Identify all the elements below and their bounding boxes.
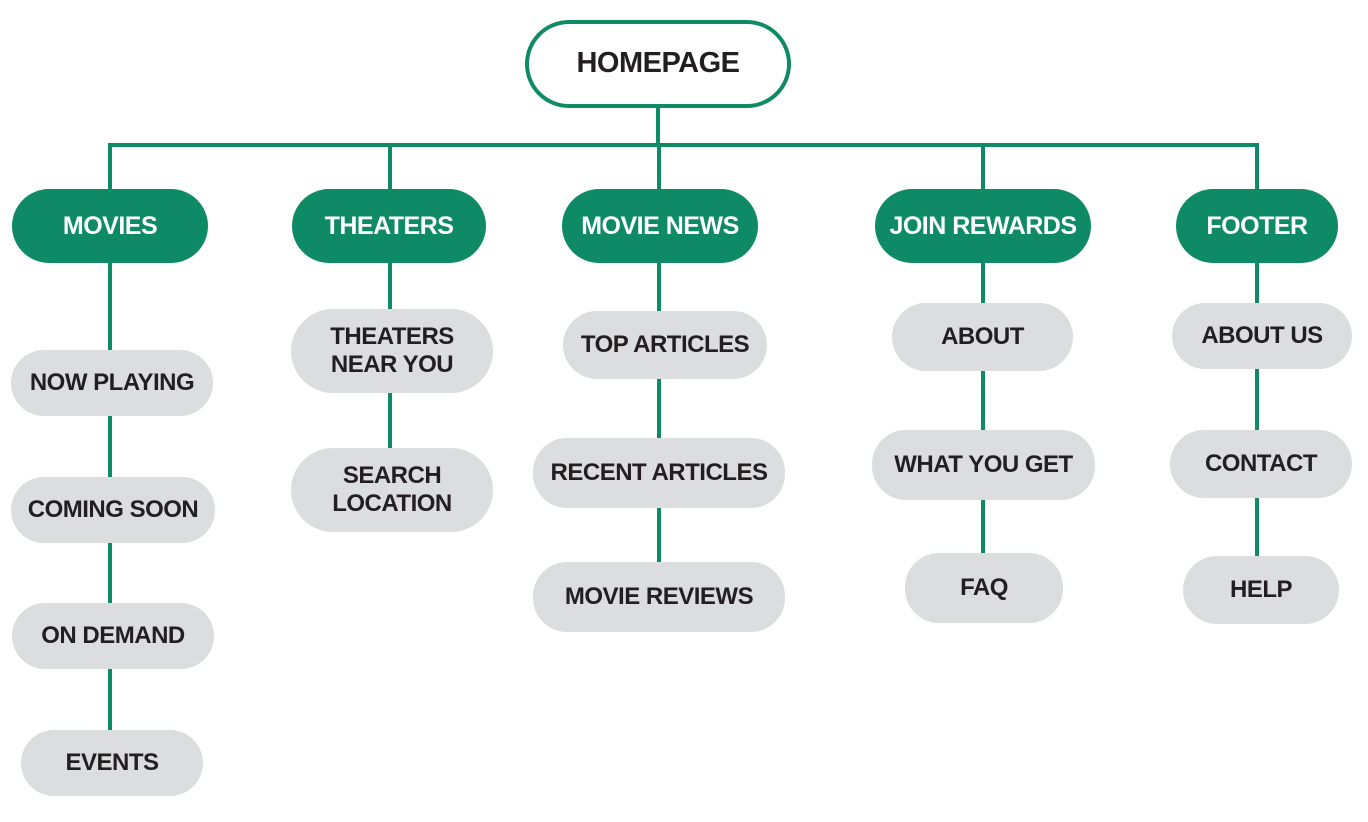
node-now-playing: NOW PLAYING	[11, 350, 213, 416]
node-search-location: SEARCH LOCATION	[291, 448, 493, 532]
node-contact: CONTACT	[1170, 430, 1352, 498]
node-label: COMING SOON	[27, 496, 199, 524]
connector-column-movies	[108, 143, 112, 763]
node-label: TOP ARTICLES	[580, 331, 750, 359]
node-label: HELP	[1229, 576, 1293, 604]
node-what-you-get: WHAT YOU GET	[872, 430, 1095, 500]
node-on-demand: ON DEMAND	[12, 603, 214, 669]
node-label: FAQ	[960, 574, 1008, 602]
node-movie-reviews: MOVIE REVIEWS	[533, 562, 785, 632]
node-coming-soon: COMING SOON	[11, 477, 215, 543]
node-help: HELP	[1183, 556, 1339, 624]
node-label: CONTACT	[1204, 450, 1318, 478]
node-recent-articles: RECENT ARTICLES	[533, 438, 785, 508]
node-label: HOMEPAGE	[576, 47, 740, 80]
node-label: EVENTS	[65, 749, 159, 777]
node-label: ABOUT	[941, 323, 1024, 351]
node-label: JOIN REWARDS	[889, 211, 1077, 240]
node-about: ABOUT	[892, 303, 1073, 371]
node-label: THEATERS NEAR YOU	[330, 323, 454, 378]
node-join-rewards: JOIN REWARDS	[875, 189, 1091, 263]
node-top-articles: TOP ARTICLES	[563, 311, 767, 379]
node-label: ON DEMAND	[41, 622, 185, 650]
node-label: MOVIE REVIEWS	[564, 583, 754, 611]
node-label: FOOTER	[1206, 211, 1308, 240]
node-label: WHAT YOU GET	[894, 451, 1073, 479]
node-theaters-near-you: THEATERS NEAR YOU	[291, 309, 493, 393]
node-faq: FAQ	[905, 553, 1063, 623]
node-label: MOVIE NEWS	[581, 211, 739, 240]
connector-trunk	[108, 143, 1258, 147]
node-footer: FOOTER	[1176, 189, 1338, 263]
node-label: SEARCH LOCATION	[332, 462, 452, 517]
node-label: RECENT ARTICLES	[550, 459, 768, 487]
node-label: ABOUT US	[1201, 322, 1323, 350]
node-events: EVENTS	[21, 730, 203, 796]
node-theaters: THEATERS	[292, 189, 486, 263]
node-label: NOW PLAYING	[29, 369, 195, 397]
node-movie-news: MOVIE NEWS	[562, 189, 758, 263]
node-about-us: ABOUT US	[1172, 303, 1352, 369]
node-movies: MOVIES	[12, 189, 208, 263]
node-label: MOVIES	[62, 211, 158, 240]
node-homepage: HOMEPAGE	[525, 20, 791, 108]
connector-root-drop	[656, 106, 660, 147]
node-label: THEATERS	[324, 211, 454, 240]
